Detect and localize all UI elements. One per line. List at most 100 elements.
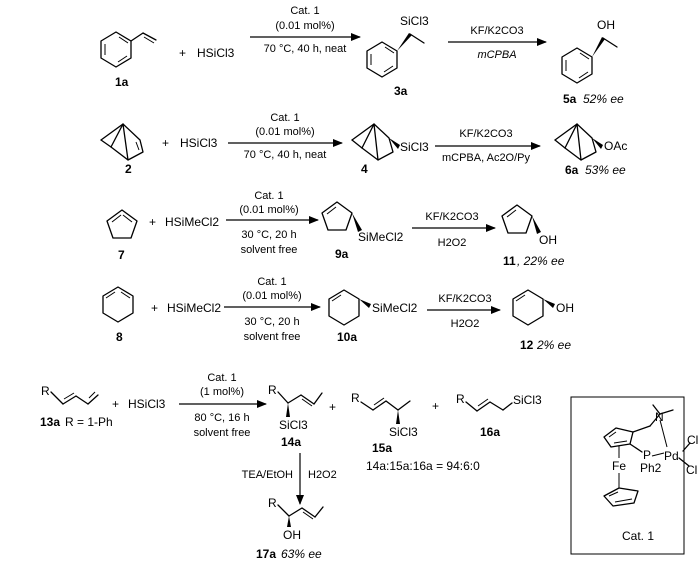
diene-13a <box>50 391 99 405</box>
cond-4-solvent: solvent free <box>244 331 301 343</box>
cond-5-cat: Cat. 1 <box>207 372 236 384</box>
r-14a: R <box>268 383 277 397</box>
cond-4b-top: KF/K2CO3 <box>438 293 491 305</box>
label-2: 2 <box>125 162 132 176</box>
acetate-6a <box>554 123 603 161</box>
reagent-5: HSiCl3 <box>128 397 166 411</box>
cond-2b-bottom: mCPBA, Ac2O/Py <box>442 152 531 164</box>
group-15a: SiCl3 <box>389 425 418 439</box>
ee-5a: 52% ee <box>583 92 624 106</box>
cond-5-solvent: solvent free <box>194 427 251 439</box>
label-15a: 15a <box>372 441 392 455</box>
cond-5b-right: H2O2 <box>308 469 337 481</box>
label-12: 12 <box>520 338 534 352</box>
cond-1-cat: Cat. 1 <box>290 5 319 17</box>
cond-4-temp: 30 °C, 20 h <box>244 316 299 328</box>
label-17a: 17a <box>256 547 276 561</box>
cond-3-cat: Cat. 1 <box>254 190 283 202</box>
plus-6: + <box>329 400 336 414</box>
silane-3a <box>366 33 425 78</box>
cond-2-cat: Cat. 1 <box>270 112 299 124</box>
plus-4: + <box>151 301 158 315</box>
ee-6a: 53% ee <box>585 163 626 177</box>
plus-5: + <box>112 397 119 411</box>
label-14a: 14a <box>281 435 301 449</box>
def-13a: R = 1-Ph <box>65 415 113 429</box>
label-9a: 9a <box>335 247 349 261</box>
label-5a: 5a <box>563 92 577 106</box>
cond-3-temp: 30 °C, 20 h <box>241 229 296 241</box>
catalyst-box <box>570 396 685 555</box>
r-16a: R <box>456 392 465 406</box>
group-11: OH <box>539 233 557 247</box>
r-15a: R <box>351 391 360 405</box>
cond-1-temp: 70 °C, 40 h, neat <box>264 43 347 55</box>
label-6a: 6a <box>565 163 579 177</box>
reagent-2: HSiCl3 <box>180 136 218 150</box>
cat-pd: Pd <box>664 449 679 463</box>
cond-4b-bottom: H2O2 <box>451 318 480 330</box>
ee-17a: 63% ee <box>281 547 322 561</box>
plus-1: + <box>179 46 186 60</box>
label-3a: 3a <box>394 84 408 98</box>
plus-2: + <box>162 136 169 150</box>
cond-5b-left: TEA/EtOH <box>242 469 293 481</box>
cyclohexadiene-8 <box>102 286 134 323</box>
group-17a: OH <box>283 528 301 542</box>
alcohol-11 <box>501 204 541 234</box>
cat-cl-1: Cl <box>687 433 698 447</box>
plus-7: + <box>432 399 439 413</box>
catalyst-label: Cat. 1 <box>622 529 654 543</box>
silane-9a <box>321 201 362 232</box>
r-17a: R <box>268 496 277 510</box>
label-10a: 10a <box>337 330 357 344</box>
plus-3: + <box>149 215 156 229</box>
label-7: 7 <box>118 248 125 262</box>
group-5a: OH <box>597 18 615 32</box>
label-8: 8 <box>116 330 123 344</box>
silane-15a <box>360 397 411 424</box>
cond-2b-top: KF/K2CO3 <box>459 128 512 140</box>
catalyst-structure <box>603 404 691 507</box>
group-4: SiCl3 <box>400 140 429 154</box>
ee-12: 2% ee <box>536 338 571 352</box>
cond-2-loading: (0.01 mol%) <box>255 126 314 138</box>
cond-1b-top: KF/K2CO3 <box>470 25 523 37</box>
cond-5-loading: (1 mol%) <box>200 386 244 398</box>
group-6a: OAc <box>604 139 627 153</box>
silane-16a <box>465 398 513 412</box>
group-10a: SiMeCl2 <box>372 301 418 315</box>
silane-4 <box>351 123 400 161</box>
cat-p: P <box>643 448 651 462</box>
cond-4-cat: Cat. 1 <box>257 276 286 288</box>
norbornene-2 <box>100 123 144 161</box>
alcohol-12 <box>512 289 555 326</box>
group-16a: SiCl3 <box>513 393 542 407</box>
alcohol-17a <box>277 504 324 527</box>
group-3a: SiCl3 <box>400 14 429 28</box>
label-11: 11 <box>503 254 516 268</box>
label-13a: 13a <box>40 415 60 429</box>
alcohol-5a <box>561 37 618 84</box>
r-13a: R <box>41 384 50 398</box>
cyclopentadiene-7 <box>106 209 138 239</box>
group-14a: SiCl3 <box>279 418 308 432</box>
cond-3-solvent: solvent free <box>241 244 298 256</box>
label-1a: 1a <box>115 75 129 89</box>
silane-10a <box>328 289 371 326</box>
cond-2-temp: 70 °C, 40 h, neat <box>244 149 327 161</box>
reagent-3: HSiMeCl2 <box>165 215 219 229</box>
label-4: 4 <box>361 162 368 176</box>
cat-cl-2: Cl <box>686 463 697 477</box>
cat-fe: Fe <box>612 459 626 473</box>
cat-n: N <box>655 410 664 424</box>
ee-11: , 22% ee <box>517 254 565 268</box>
label-16a: 16a <box>480 425 500 439</box>
silane-14a <box>277 391 323 417</box>
cond-3b-top: KF/K2CO3 <box>425 211 478 223</box>
cat-ph2: Ph2 <box>640 461 662 475</box>
product-ratio: 14a:15a:16a = 94:6:0 <box>366 459 480 473</box>
cond-1b-bottom: mCPBA <box>477 49 516 61</box>
reagent-1: HSiCl3 <box>197 46 235 60</box>
